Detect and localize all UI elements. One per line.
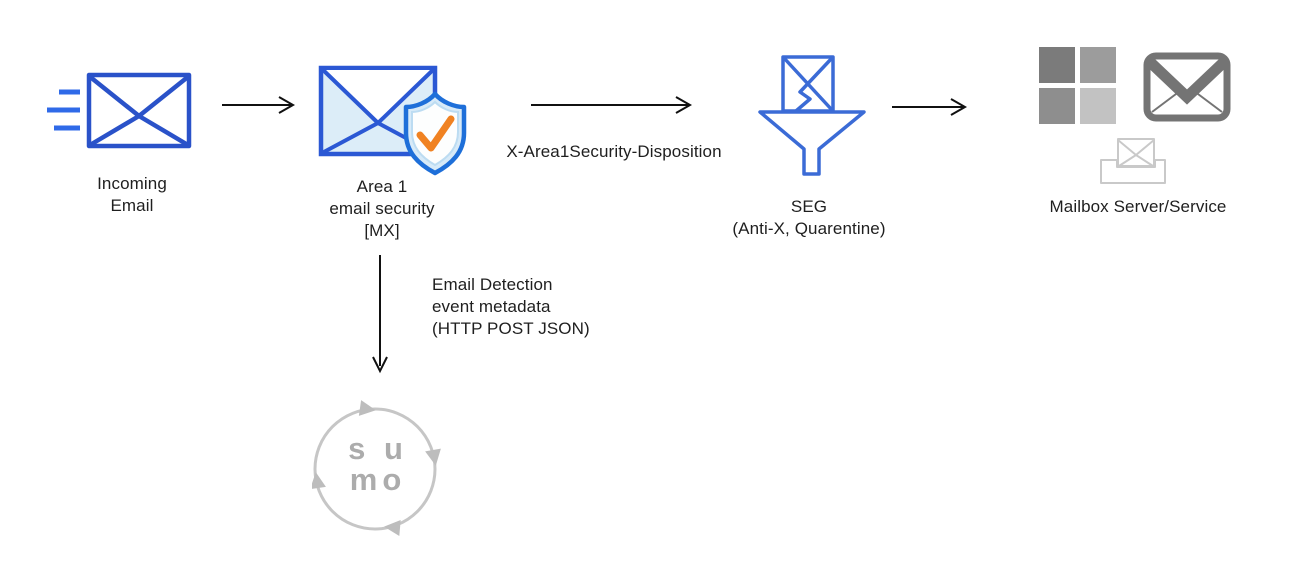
seg-filter-icon <box>758 55 866 176</box>
shield-check-icon <box>403 91 467 176</box>
seg-label: SEG (Anti-X, Quarentine) <box>703 196 915 240</box>
metadata-edge-label-line2: event metadata <box>432 297 551 316</box>
disposition-header-edge-label: X-Area1Security-Disposition <box>506 142 722 161</box>
metadata-edge-label-line3: (HTTP POST JSON) <box>432 319 590 338</box>
arrow-seg-to-mailbox-icon <box>892 98 968 116</box>
seg-label-line1: SEG <box>790 197 828 216</box>
incoming-email-label-line1: Incoming <box>97 174 167 193</box>
metadata-edge-label: Email Detection event metadata (HTTP POS… <box>432 274 652 340</box>
microsoft-square-top-right <box>1080 47 1116 83</box>
incoming-email-label: Incoming Email <box>42 173 222 217</box>
incoming-email-icon <box>47 72 192 149</box>
arrow-area1-to-seg-icon <box>531 96 693 114</box>
microsoft-square-top-left <box>1039 47 1075 83</box>
arrow-incoming-to-area1-icon <box>222 96 296 114</box>
microsoft-square-bottom-left <box>1039 88 1075 124</box>
arrow-area1-to-sumo-icon <box>372 255 388 374</box>
sumo-logo-text-line2: mo <box>349 462 407 497</box>
seg-label-line2: (Anti-X, Quarentine) <box>732 219 886 238</box>
microsoft-logo-icon <box>1039 47 1116 124</box>
area1-email-security-icon <box>318 65 467 176</box>
mailbox-label: Mailbox Server/Service <box>1049 197 1227 216</box>
sumo-logo-text-line1: s u <box>348 431 408 466</box>
gmail-icon <box>1143 52 1231 122</box>
area1-label-line3: [MX] <box>364 221 400 240</box>
sumo-logic-logo <box>312 400 441 536</box>
sumo-logo-text: s u mo <box>312 433 444 495</box>
metadata-edge-label-line1: Email Detection <box>432 275 553 294</box>
inbox-envelope-icon <box>1100 138 1166 184</box>
microsoft-square-bottom-right <box>1080 88 1116 124</box>
area1-label: Area 1 email security [MX] <box>287 176 477 242</box>
area1-label-line1: Area 1 <box>356 177 408 196</box>
area1-label-line2: email security <box>329 199 435 218</box>
incoming-email-label-line2: Email <box>110 196 154 215</box>
